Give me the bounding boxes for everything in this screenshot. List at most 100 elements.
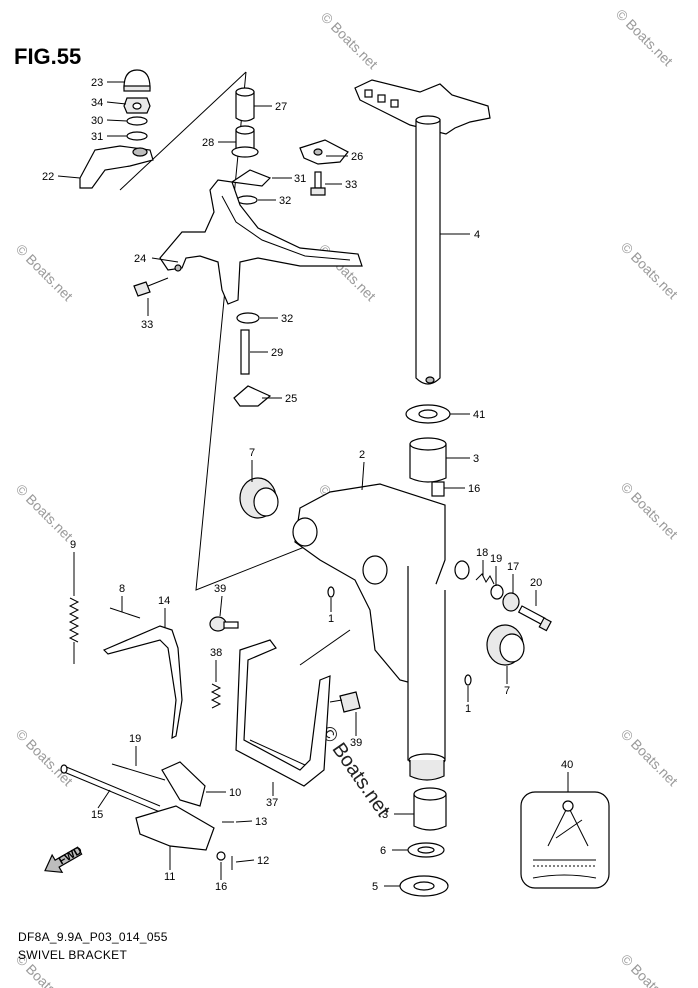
watermark: © Boats.net bbox=[618, 479, 681, 542]
part-29-bushing bbox=[231, 125, 259, 158]
part-36-nut bbox=[123, 97, 151, 114]
part-1-plug bbox=[327, 586, 335, 598]
part-38-spring bbox=[210, 683, 222, 709]
callout-18: 16 bbox=[468, 483, 480, 495]
callout-39: 39 bbox=[350, 737, 362, 749]
part-32-washer bbox=[236, 195, 258, 205]
part-33-washer bbox=[126, 131, 148, 141]
callout-21: 19 bbox=[490, 553, 502, 565]
callout-33: 30 bbox=[91, 115, 103, 127]
callout-2: 2 bbox=[359, 449, 365, 461]
part-28-collar bbox=[235, 87, 255, 122]
callout-27: 26 bbox=[351, 151, 363, 163]
callout-12: 12 bbox=[257, 855, 269, 867]
callout-41: 41 bbox=[473, 409, 485, 421]
callout-17: 19 bbox=[129, 733, 141, 745]
callout-26: 25 bbox=[285, 393, 297, 405]
callout-33: 31 bbox=[91, 131, 103, 143]
part-17-pin bbox=[111, 763, 166, 781]
part-8-pin bbox=[109, 607, 141, 619]
callout-8: 8 bbox=[119, 583, 125, 595]
part-7-mount-upper bbox=[239, 477, 279, 519]
part-2-swivel-bracket bbox=[292, 483, 446, 781]
part-24-cap bbox=[123, 69, 151, 92]
callout-labels: 23 34 30 31 22 27 28 31 32 26 33 24 33 3… bbox=[42, 77, 573, 893]
assembly-line bbox=[119, 71, 247, 191]
callout-30: 29 bbox=[271, 347, 283, 359]
part-37-bracket bbox=[235, 639, 331, 787]
watermark: © Boats.net bbox=[618, 951, 681, 988]
callout-32: 32 bbox=[281, 313, 293, 325]
callout-34: 33 bbox=[141, 319, 153, 331]
part-40-tilt-label bbox=[520, 791, 610, 889]
part-3-bushing-lower bbox=[413, 787, 447, 831]
callout-22: 20 bbox=[530, 577, 542, 589]
part-16-washer bbox=[216, 851, 226, 861]
callout-1: 1 bbox=[328, 613, 334, 625]
callout-23: 22 bbox=[42, 171, 54, 183]
part-15-rod bbox=[60, 764, 161, 813]
callout-25: 24 bbox=[134, 253, 146, 265]
callout-13: 13 bbox=[255, 816, 267, 828]
callout-20: 18 bbox=[476, 547, 488, 559]
drawing-code: DF8A_9.9A_P03_014_055 bbox=[18, 930, 168, 944]
part-25-friction-plate bbox=[159, 179, 363, 305]
figure-title: FIG.55 bbox=[14, 44, 82, 69]
part-10-link bbox=[161, 761, 206, 807]
callout-9: 9 bbox=[70, 539, 76, 551]
part-19-knob bbox=[502, 592, 520, 612]
callout-31: 31 bbox=[294, 173, 306, 185]
callout-29: 28 bbox=[202, 137, 214, 149]
part-32-washer bbox=[236, 312, 260, 324]
callout-16: 16 bbox=[215, 881, 227, 893]
callout-7: 7 bbox=[504, 685, 510, 697]
callout-4: 4 bbox=[474, 229, 480, 241]
part-4-steering-shaft bbox=[354, 79, 491, 385]
part-1-plug bbox=[464, 674, 472, 686]
callout-32: 32 bbox=[279, 195, 291, 207]
part-20-spring bbox=[475, 573, 495, 585]
callout-37: 37 bbox=[266, 797, 278, 809]
watermark: © Boats.net bbox=[13, 241, 76, 304]
callout-38: 38 bbox=[210, 647, 222, 659]
watermark: © Boats.net bbox=[618, 726, 681, 789]
part-27-clip bbox=[299, 139, 349, 165]
part-21-washer bbox=[490, 584, 504, 600]
callout-1: 1 bbox=[465, 703, 471, 715]
watermark: © Boats.net bbox=[318, 9, 381, 72]
part-39-bolt-b bbox=[329, 691, 361, 713]
part-7-mount-lower bbox=[486, 624, 525, 666]
callout-35: 33 bbox=[345, 179, 357, 191]
watermark: © Boats.net bbox=[618, 239, 681, 302]
part-31-plate bbox=[230, 169, 272, 187]
callout-19: 17 bbox=[507, 561, 519, 573]
callout-7: 7 bbox=[249, 447, 255, 459]
fwd-label: FWD bbox=[57, 844, 85, 867]
watermark: © Boats.net bbox=[13, 481, 76, 544]
part-boss bbox=[454, 560, 470, 580]
part-23-lever bbox=[79, 145, 154, 189]
part-34-bolt bbox=[133, 277, 169, 297]
callout-40: 40 bbox=[561, 759, 573, 771]
part-39-bolt bbox=[209, 616, 239, 632]
callout-14: 14 bbox=[158, 595, 170, 607]
callout-11: 11 bbox=[164, 871, 175, 883]
callout-39: 39 bbox=[214, 583, 226, 595]
part-33-washer bbox=[126, 116, 148, 126]
callout-28: 27 bbox=[275, 101, 287, 113]
part-11-lever bbox=[135, 805, 215, 851]
fwd-arrow-icon: FWD bbox=[44, 844, 85, 874]
leader-lines bbox=[57, 81, 569, 887]
callout-24: 23 bbox=[91, 77, 103, 89]
assembly-line bbox=[299, 629, 351, 666]
watermark: © Boats.net bbox=[613, 6, 676, 69]
part-18-plate bbox=[431, 481, 445, 497]
callout-3: 3 bbox=[473, 453, 479, 465]
callout-3: 3 bbox=[382, 809, 388, 821]
part-26-plate bbox=[233, 385, 272, 407]
part-14-lever bbox=[102, 625, 183, 740]
callout-5: 5 bbox=[372, 881, 378, 893]
part-22-bolt bbox=[517, 605, 552, 632]
